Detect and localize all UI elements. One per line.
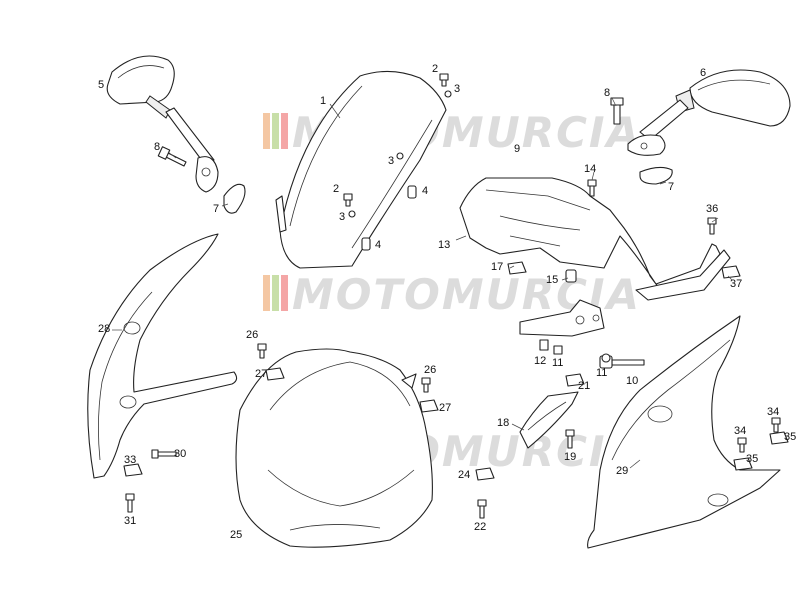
callout-10: 10 [626,375,638,387]
callout-7: 7 [213,203,219,215]
screw-30 [151,449,177,459]
clip-35-a [733,457,753,471]
callout-21: 21 [578,380,590,392]
callout-2: 2 [333,183,339,195]
nut-15 [565,269,577,283]
watermark-bar [263,275,270,311]
callout-13: 13 [438,239,450,251]
callout-3: 3 [339,211,345,223]
callout-22: 22 [474,521,486,533]
screw-19 [565,429,575,449]
bolt-8-left [157,146,187,167]
callout-26: 26 [246,329,258,341]
callout-28: 28 [98,323,110,335]
callout-17: 17 [491,261,503,273]
instrument-support-bracket-part [459,177,731,301]
screw-34-b [771,417,781,433]
callout-11: 11 [552,357,563,369]
callout-8: 8 [604,87,610,99]
callout-34: 34 [734,425,746,437]
bolt-8-right [610,97,624,125]
screw-26-left [257,343,267,359]
callout-3: 3 [388,155,394,167]
screw-3-mid [396,152,404,160]
callout-37: 37 [730,278,742,290]
watermark-bar [281,113,288,149]
callout-9: 9 [514,143,520,155]
screw-2-top [439,73,452,98]
callout-36: 36 [706,203,718,215]
callout-12: 12 [534,355,546,367]
callout-33: 33 [124,454,136,466]
callout-5: 5 [98,79,104,91]
callout-2: 2 [432,63,438,75]
callout-1: 1 [320,95,326,107]
clip-17 [507,261,527,275]
callout-7: 7 [668,181,674,193]
callout-18: 18 [497,417,509,429]
screw-31 [125,493,135,513]
left-mirror-part [106,55,219,193]
callout-15: 15 [546,274,558,286]
callout-35: 35 [746,453,758,465]
callout-6: 6 [700,67,706,79]
right-mirror-part [627,69,791,156]
mirror-gasket-right [639,166,673,185]
callout-30: 30 [174,448,186,460]
watermark-bar [272,113,279,149]
callout-25: 25 [230,529,242,541]
screw-14 [587,179,597,197]
screw-36 [707,217,717,235]
front-fairing-part [235,348,433,548]
clip-24 [475,467,495,481]
watermark-bar [272,275,279,311]
nut-4-mid [407,185,417,199]
watermark-bar [281,275,288,311]
callout-4: 4 [375,239,381,251]
clip-37 [721,265,741,279]
side-panel-18-part [519,391,579,449]
callout-34: 34 [767,406,779,418]
callout-4: 4 [422,185,428,197]
clip-21 [565,373,585,387]
callout-31: 31 [124,515,136,527]
right-side-fairing-part [587,315,781,549]
left-side-fairing-part [87,233,238,479]
nut-4-low [361,237,371,251]
callout-11: 11 [596,367,607,379]
callout-14: 14 [584,163,596,175]
watermark-bar [263,113,270,149]
callout-26: 26 [424,364,436,376]
clip-27-left [265,367,285,381]
clip-33 [123,463,143,477]
clip-27-right [419,399,439,413]
callout-27: 27 [439,402,451,414]
mirror-gasket-left [223,183,246,214]
clip-35-b [769,431,789,445]
callout-8: 8 [154,141,160,153]
mount-bracket-part [519,299,605,355]
screw-2-left [343,193,356,218]
callout-35: 35 [784,431,796,443]
washer-11 [601,353,611,363]
callout-29: 29 [616,465,628,477]
screw-22 [477,499,487,519]
leader-lines [112,97,733,469]
callout-24: 24 [458,469,470,481]
callout-3: 3 [454,83,460,95]
screw-26-right [421,377,431,393]
callout-27: 27 [255,368,267,380]
windscreen-part [275,70,447,269]
screw-34-a [737,437,747,453]
callout-19: 19 [564,451,576,463]
